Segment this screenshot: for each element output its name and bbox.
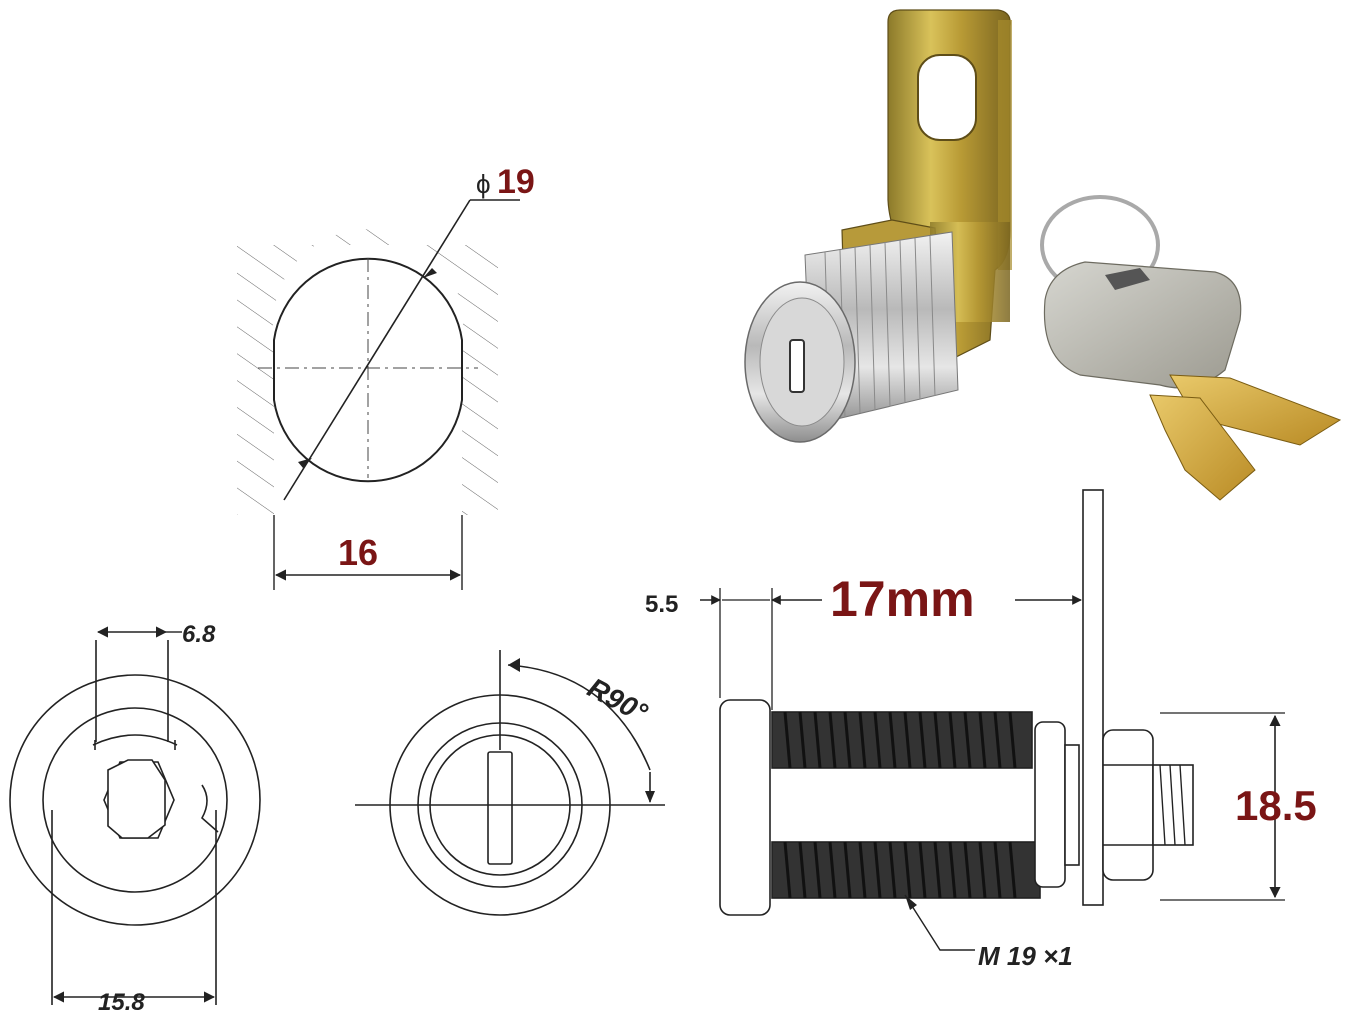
height-dim-label: 18.5: [1235, 782, 1317, 829]
diameter-symbol: ϕ: [476, 169, 491, 199]
rear-top-dim-label: 6.8: [182, 621, 216, 648]
length-dim-label: 17mm: [830, 571, 975, 627]
cutout-drawing: [237, 199, 520, 590]
diameter-label: 19: [497, 163, 535, 201]
rotation-label: R90°: [583, 672, 654, 729]
thread-spec-label: M 19 ×1: [978, 941, 1073, 971]
cam-lock-photo: [744, 9, 1342, 501]
rear-view-drawing: [9, 640, 261, 1005]
rear-bottom-dim-label: 15.8: [98, 989, 145, 1016]
side-view-drawing: [719, 489, 1285, 916]
key-face-drawing: [355, 650, 665, 916]
cutout-width-label: 16: [338, 532, 378, 573]
flange-dim-label: 5.5: [645, 591, 678, 618]
